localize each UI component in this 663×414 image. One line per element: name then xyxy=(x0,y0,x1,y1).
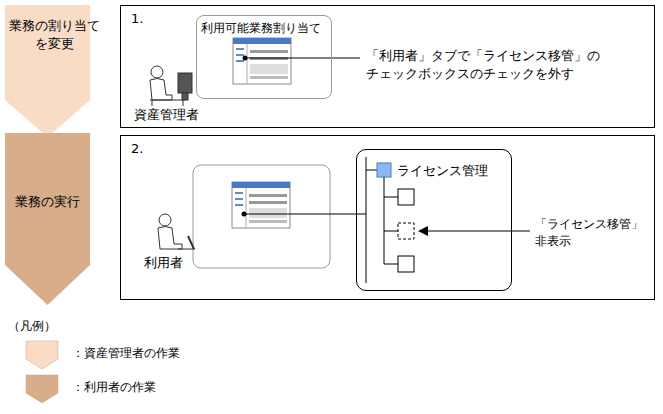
step-chevron: 業務の実行 xyxy=(5,133,90,305)
menu-panel: ライセンス管理 xyxy=(356,149,512,291)
legend-swatch xyxy=(26,341,58,369)
screen-frame xyxy=(193,165,330,268)
node-text: 業務の実行 xyxy=(9,193,86,211)
legend-title: （凡例） xyxy=(8,318,88,335)
callout-arrow xyxy=(426,231,530,232)
window-icon xyxy=(232,182,290,228)
callout-text: 「ライセンス移管」 非表示 xyxy=(535,216,651,250)
screen-frame: 利用可能業務割り当て xyxy=(196,15,332,99)
user-figure xyxy=(158,214,195,249)
chevron-shape xyxy=(5,133,90,305)
node-text: 利用可能業務割り当て xyxy=(201,20,327,36)
node-text: 2. xyxy=(131,140,191,158)
step-chevron: 業務の割り当て を変更 xyxy=(5,5,90,137)
node-text: 1. xyxy=(131,10,191,28)
legend-text: ：資産管理者の作業 xyxy=(72,345,272,362)
actor-label: 利用者 xyxy=(144,254,204,272)
legend-swatch-frame xyxy=(25,374,59,404)
leader-line xyxy=(245,58,360,59)
legend-text: ：利用者の作業 xyxy=(72,379,272,396)
legend-swatch-frame xyxy=(25,340,59,370)
window-icon xyxy=(233,38,291,84)
node-text: ライセンス管理 xyxy=(397,162,509,180)
callout-text: 「利用者」タブで「ライセンス移管」の チェックボックスのチェックを外す xyxy=(366,47,651,83)
actor-label: 資産管理者 xyxy=(134,106,214,124)
arrowhead xyxy=(418,226,428,236)
node-text: 業務の割り当て を変更 xyxy=(9,17,100,52)
admin-figure xyxy=(150,66,192,106)
legend-swatch xyxy=(26,375,58,403)
leader-line xyxy=(244,214,366,215)
